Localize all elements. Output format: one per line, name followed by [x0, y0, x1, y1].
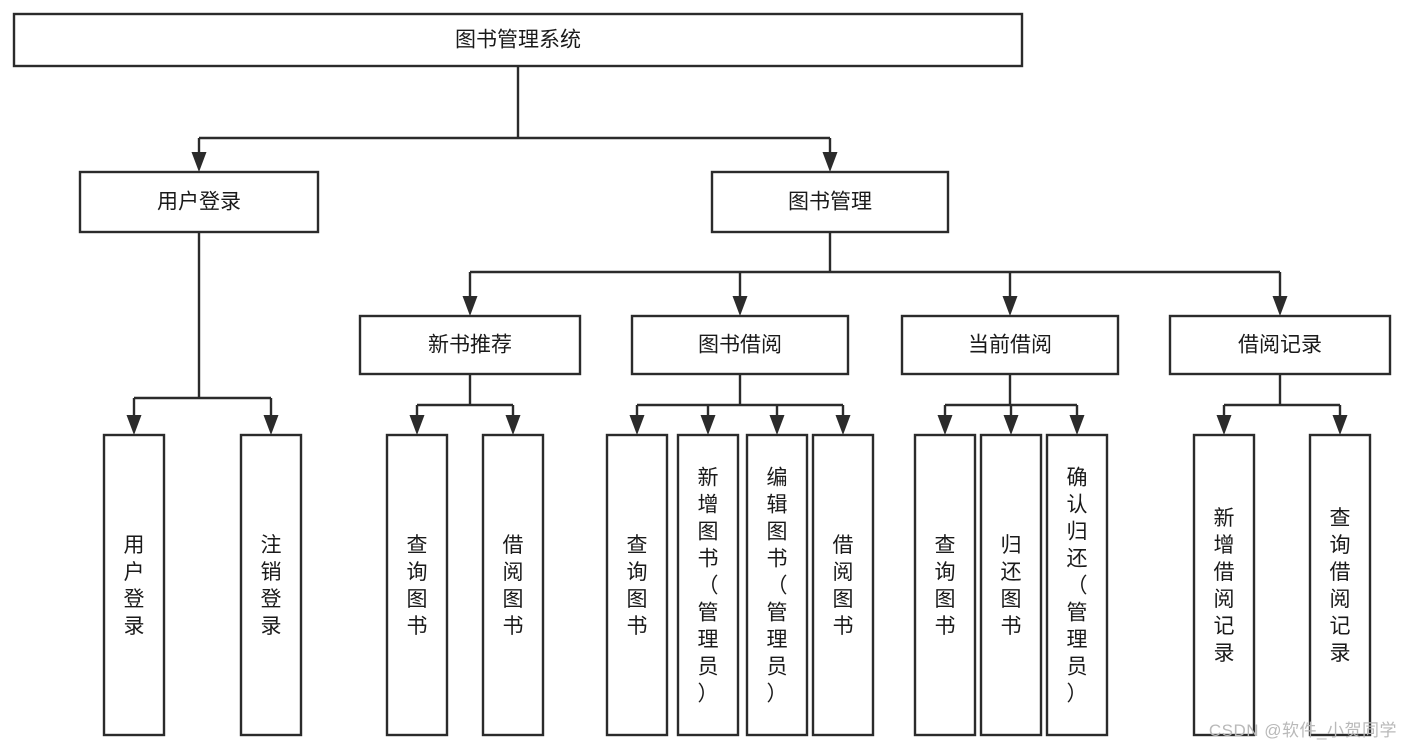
- arrow-head-icon: [822, 152, 838, 172]
- node-label: 图书管理: [788, 191, 872, 214]
- node-leaf-user-logout[interactable]: 注销登录: [239, 433, 303, 737]
- arrow-head-icon: [1069, 415, 1085, 435]
- arrow-head-icon: [409, 415, 425, 435]
- arrow-head-icon: [505, 415, 521, 435]
- node-label: 借阅图书: [503, 534, 524, 638]
- connector-group-new-book-rec: [409, 374, 521, 435]
- connector-layer: [126, 66, 1348, 435]
- node-label: 新增借阅记录: [1214, 507, 1235, 665]
- node-leaf-borrow-book-2[interactable]: 借阅图书: [811, 433, 875, 737]
- node-box[interactable]: [78, 170, 320, 234]
- node-user-login[interactable]: 用户登录: [78, 170, 320, 234]
- node-box[interactable]: [1308, 433, 1372, 737]
- node-label: 新书推荐: [428, 334, 512, 357]
- node-leaf-query-record[interactable]: 查询借阅记录: [1308, 433, 1372, 737]
- csdn-watermark: CSDN @软件_小贺同学: [1208, 721, 1397, 740]
- node-label: 注销登录: [261, 534, 282, 638]
- node-box[interactable]: [710, 170, 950, 234]
- node-label: 查询图书: [407, 534, 428, 638]
- node-label: 确认归还（管理员）: [1067, 467, 1088, 706]
- node-box[interactable]: [358, 314, 582, 376]
- node-leaf-edit-book[interactable]: 编辑图书（管理员）: [745, 433, 809, 737]
- node-label: 查询图书: [627, 534, 648, 638]
- node-label: 用户登录: [157, 191, 241, 214]
- node-current-borrow[interactable]: 当前借阅: [900, 314, 1120, 376]
- node-box[interactable]: [481, 433, 545, 737]
- arrow-head-icon: [835, 415, 851, 435]
- node-leaf-query-book-3[interactable]: 查询图书: [913, 433, 977, 737]
- node-new-book-rec[interactable]: 新书推荐: [358, 314, 582, 376]
- node-box[interactable]: [900, 314, 1120, 376]
- node-box[interactable]: [979, 433, 1043, 737]
- node-label: 编辑图书（管理员）: [767, 467, 788, 706]
- node-leaf-query-book-1[interactable]: 查询图书: [385, 433, 449, 737]
- node-box[interactable]: [605, 433, 669, 737]
- node-label: 用户登录: [124, 534, 145, 638]
- node-leaf-confirm-return[interactable]: 确认归还（管理员）: [1045, 433, 1109, 737]
- node-layer: 图书管理系统用户登录图书管理新书推荐图书借阅当前借阅借阅记录用户登录注销登录查询…: [12, 12, 1392, 737]
- node-box[interactable]: [239, 433, 303, 737]
- connector-group-user-login: [126, 232, 279, 435]
- node-leaf-user-login[interactable]: 用户登录: [102, 433, 166, 737]
- node-label: 图书管理系统: [455, 29, 581, 52]
- node-box[interactable]: [676, 433, 740, 737]
- node-root[interactable]: 图书管理系统: [12, 12, 1024, 68]
- node-box[interactable]: [1168, 314, 1392, 376]
- connector-group-root: [191, 66, 838, 172]
- node-leaf-return-book[interactable]: 归还图书: [979, 433, 1043, 737]
- node-book-borrow[interactable]: 图书借阅: [630, 314, 850, 376]
- connector-group-current-borrow: [937, 374, 1085, 435]
- node-box[interactable]: [12, 12, 1024, 68]
- arrow-head-icon: [1216, 415, 1232, 435]
- node-leaf-query-book-2[interactable]: 查询图书: [605, 433, 669, 737]
- node-label: 查询借阅记录: [1330, 507, 1351, 665]
- arrow-head-icon: [1003, 415, 1019, 435]
- node-box[interactable]: [811, 433, 875, 737]
- node-box[interactable]: [630, 314, 850, 376]
- node-box[interactable]: [102, 433, 166, 737]
- node-label: 新增图书（管理员）: [698, 467, 719, 706]
- node-box[interactable]: [745, 433, 809, 737]
- arrow-head-icon: [126, 415, 142, 435]
- arrow-head-icon: [1332, 415, 1348, 435]
- arrow-head-icon: [732, 296, 748, 316]
- node-label: 图书借阅: [698, 334, 782, 357]
- arrow-head-icon: [1272, 296, 1288, 316]
- node-leaf-borrow-book-1[interactable]: 借阅图书: [481, 433, 545, 737]
- node-box[interactable]: [1045, 433, 1109, 737]
- arrow-head-icon: [937, 415, 953, 435]
- node-label: 借阅图书: [833, 534, 854, 638]
- node-label: 查询图书: [935, 534, 956, 638]
- connector-group-book-borrow: [629, 374, 851, 435]
- arrow-head-icon: [462, 296, 478, 316]
- connector-group-book-manage: [462, 232, 1288, 316]
- arrow-head-icon: [629, 415, 645, 435]
- node-label: 归还图书: [1001, 534, 1022, 638]
- arrow-head-icon: [700, 415, 716, 435]
- arrow-head-icon: [263, 415, 279, 435]
- connector-group-borrow-record: [1216, 374, 1348, 435]
- node-box[interactable]: [913, 433, 977, 737]
- node-label: 借阅记录: [1238, 334, 1322, 357]
- arrow-head-icon: [191, 152, 207, 172]
- node-leaf-add-book[interactable]: 新增图书（管理员）: [676, 433, 740, 737]
- node-book-manage[interactable]: 图书管理: [710, 170, 950, 234]
- node-leaf-add-record[interactable]: 新增借阅记录: [1192, 433, 1256, 737]
- node-label: 当前借阅: [968, 334, 1052, 357]
- node-box[interactable]: [1192, 433, 1256, 737]
- node-borrow-record[interactable]: 借阅记录: [1168, 314, 1392, 376]
- node-box[interactable]: [385, 433, 449, 737]
- arrow-head-icon: [769, 415, 785, 435]
- arrow-head-icon: [1002, 296, 1018, 316]
